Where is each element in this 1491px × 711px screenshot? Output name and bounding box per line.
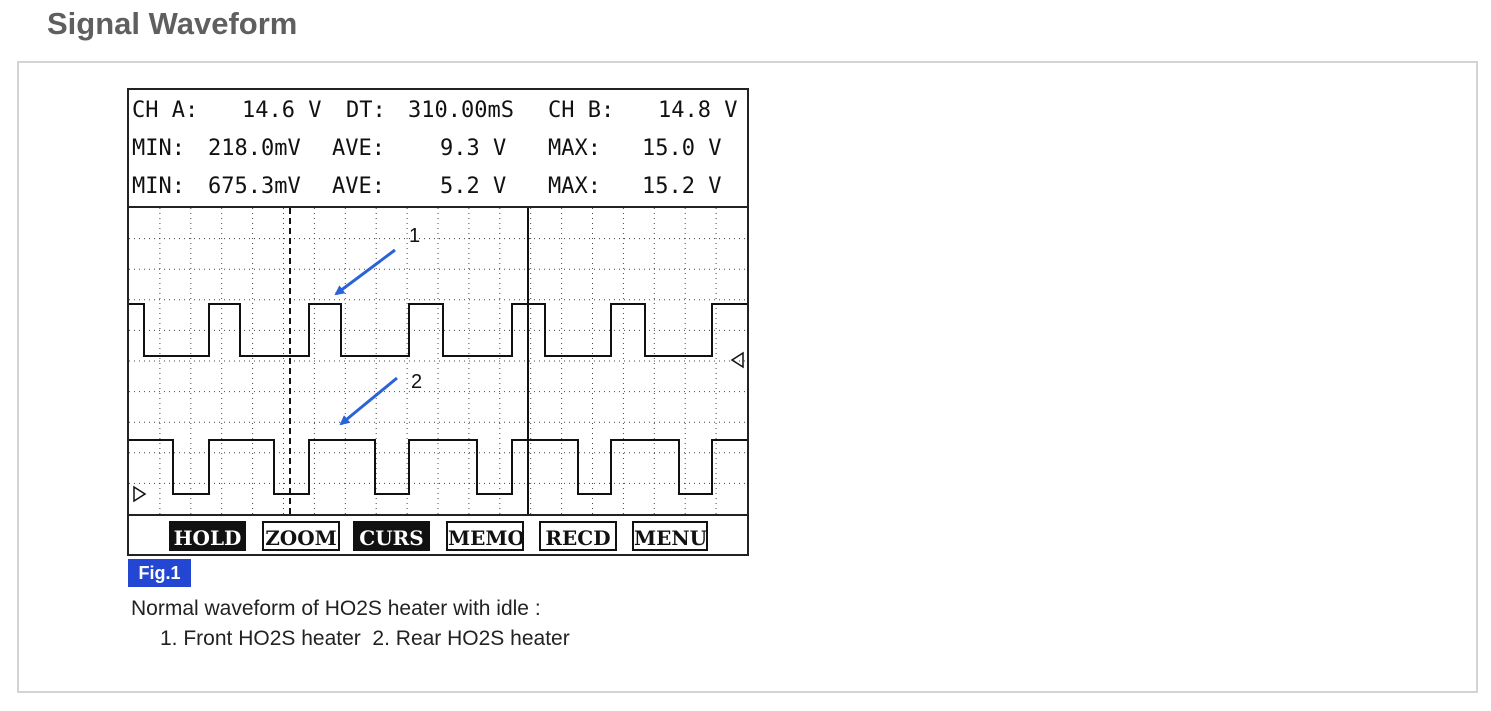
zoom-button[interactable]: ZOOM <box>262 521 340 551</box>
ch-b-value: 14.8 V <box>658 98 738 123</box>
scope-grid-lines <box>129 208 747 514</box>
ch-a-label: CH A: <box>132 98 199 123</box>
ch-b-max-label: MAX: <box>548 174 601 199</box>
front-heater-waveform <box>129 303 747 357</box>
figure-caption: Normal waveform of HO2S heater with idle… <box>131 597 541 620</box>
scope-readout: CH A: 14.6 V DT: 310.00mS CH B: 14.8 V M… <box>129 90 747 208</box>
recd-button[interactable]: RECD <box>539 521 617 551</box>
figure-legend: 1. Front HO2S heater 2. Rear HO2S heater <box>160 627 570 650</box>
ch-b-ave-label: AVE: <box>332 174 385 199</box>
channel-b-marker-icon[interactable] <box>133 485 147 503</box>
page-title: Signal Waveform <box>47 6 298 41</box>
ch-b-ave-value: 5.2 V <box>440 174 507 199</box>
memo-button[interactable]: MEMO <box>446 521 525 551</box>
ch-a-min-value: 218.0mV <box>208 136 301 161</box>
figure-badge: Fig.1 <box>128 559 191 587</box>
ch-b-min-label: MIN: <box>132 174 185 199</box>
curs-button[interactable]: CURS <box>353 521 430 551</box>
ch-a-value: 14.6 V <box>242 98 322 123</box>
menu-button[interactable]: MENU <box>632 521 708 551</box>
channel-a-marker-icon[interactable] <box>730 351 744 369</box>
callout-arrow-1 <box>334 248 396 296</box>
readout-row-channel-b-stats: MIN: 675.3mV AVE: 5.2 V MAX: 15.2 V <box>132 168 721 206</box>
ch-a-ave-label: AVE: <box>332 136 385 161</box>
callout-arrow-2 <box>339 376 398 426</box>
ch-a-min-label: MIN: <box>132 136 185 161</box>
oscilloscope-screen: CH A: 14.6 V DT: 310.00mS CH B: 14.8 V M… <box>127 88 749 556</box>
ch-a-ave-value: 9.3 V <box>440 136 507 161</box>
hold-button[interactable]: HOLD <box>169 521 246 551</box>
dt-value: 310.00mS <box>408 98 514 123</box>
ch-b-label: CH B: <box>548 98 615 123</box>
readout-row-channel: CH A: 14.6 V DT: 310.00mS CH B: 14.8 V <box>132 92 737 130</box>
ch-a-max-value: 15.0 V <box>642 136 722 161</box>
ch-a-max-label: MAX: <box>548 136 601 161</box>
dt-label: DT: <box>346 98 386 123</box>
readout-row-channel-a-stats: MIN: 218.0mV AVE: 9.3 V MAX: 15.0 V <box>132 130 721 168</box>
rear-heater-waveform <box>129 439 747 495</box>
ch-b-min-value: 675.3mV <box>208 174 301 199</box>
softkey-bar: HOLD ZOOM CURS MEMO RECD MENU <box>129 514 747 554</box>
callout-label-2: 2 <box>411 371 422 393</box>
ch-b-max-value: 15.2 V <box>642 174 722 199</box>
callout-label-1: 1 <box>409 225 420 247</box>
waveform-display: 1 2 <box>129 208 747 514</box>
